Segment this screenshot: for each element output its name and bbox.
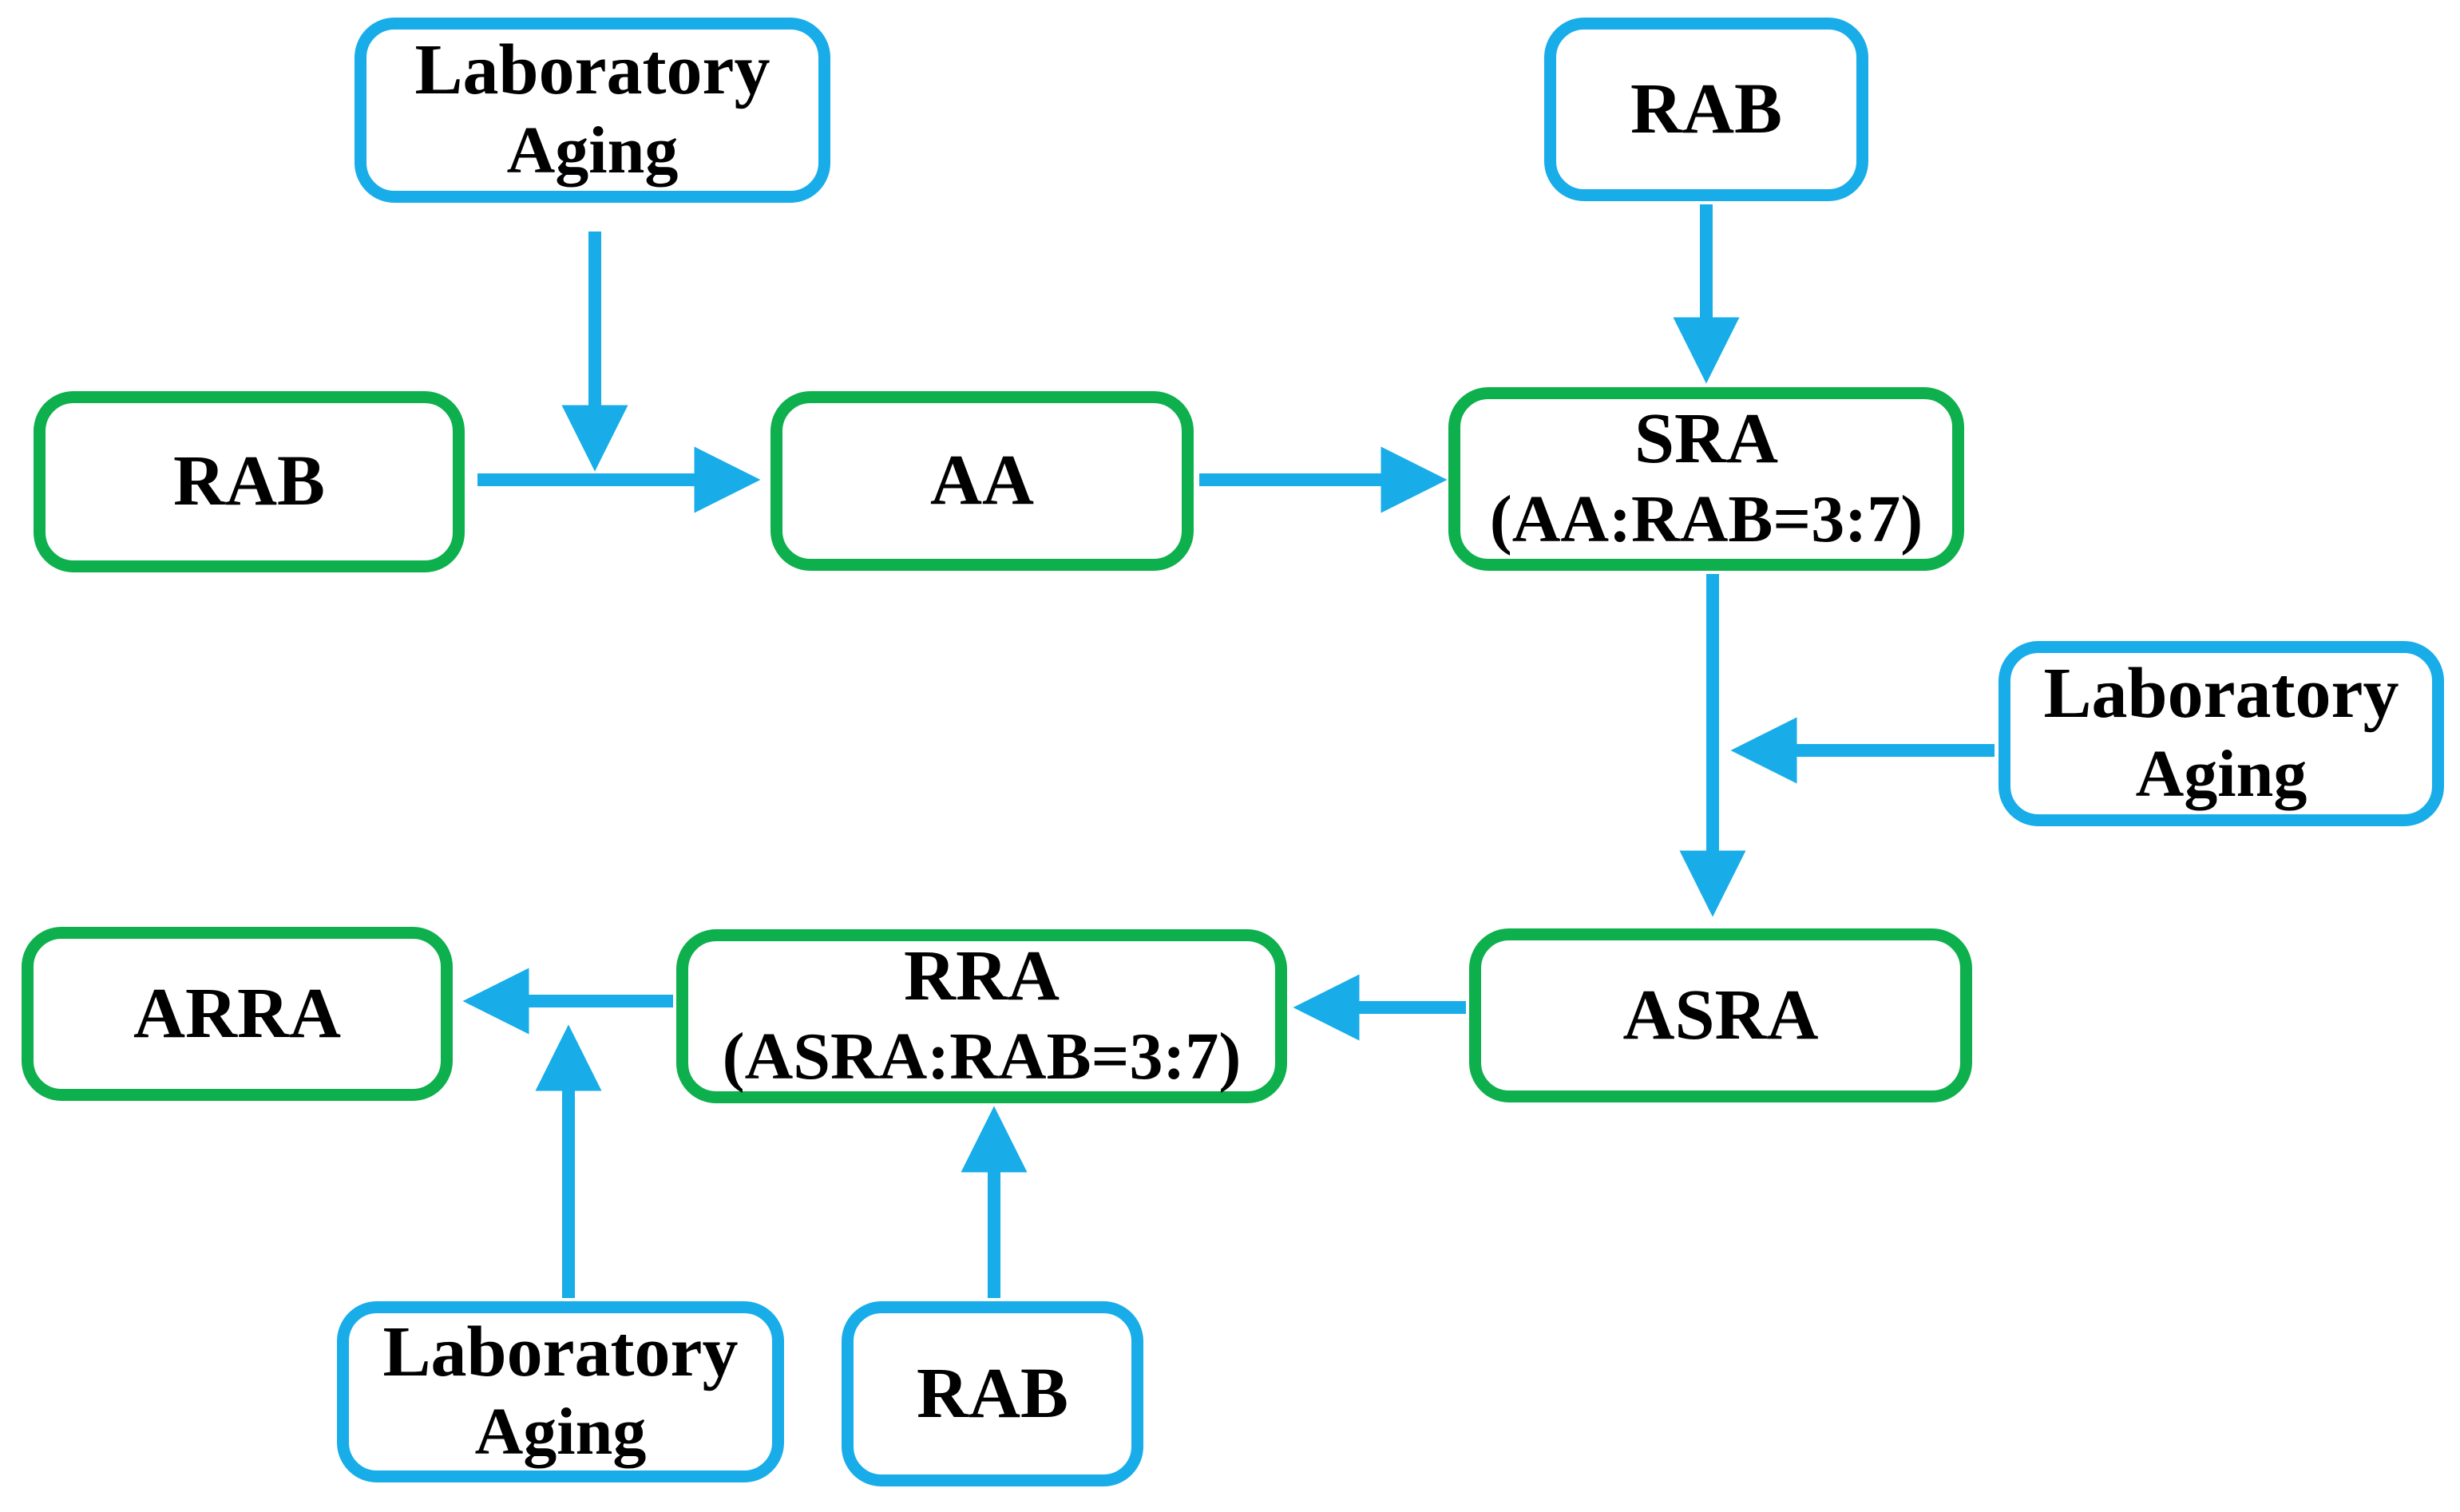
node-label: Laboratory [382, 1312, 739, 1391]
node-laboratory-aging-top: Laboratory Aging [355, 18, 830, 203]
node-label: Laboratory [414, 30, 770, 110]
node-arra: ARRA [22, 927, 453, 1101]
node-sublabel: Aging [2135, 736, 2307, 811]
node-label: AA [930, 441, 1034, 520]
node-sublabel: Aging [474, 1395, 647, 1470]
node-rab-bottom: RAB [842, 1301, 1143, 1486]
node-sra: SRA (AA:RAB=3:7) [1448, 387, 1964, 571]
node-aa: AA [770, 391, 1194, 571]
node-label: ASRA [1622, 975, 1819, 1055]
node-label: ARRA [133, 973, 341, 1053]
node-rra: RRA (ASRA:RAB=3:7) [676, 929, 1287, 1103]
node-sublabel: Aging [506, 113, 679, 188]
node-rab-left: RAB [34, 391, 465, 572]
node-sublabel: (AA:RAB=3:7) [1489, 481, 1923, 556]
node-label: RAB [1630, 69, 1783, 148]
node-laboratory-aging-bottom: Laboratory Aging [337, 1301, 784, 1482]
node-label: SRA [1634, 399, 1779, 479]
node-label: RAB [916, 1353, 1069, 1433]
node-label: RAB [172, 441, 326, 521]
node-label: Laboratory [2043, 654, 2399, 734]
node-sublabel: (ASRA:RAB=3:7) [722, 1019, 1242, 1094]
node-rab-top: RAB [1544, 18, 1868, 201]
node-label: RRA [904, 936, 1060, 1016]
node-laboratory-aging-right: Laboratory Aging [1999, 641, 2444, 826]
node-asra: ASRA [1469, 928, 1972, 1102]
